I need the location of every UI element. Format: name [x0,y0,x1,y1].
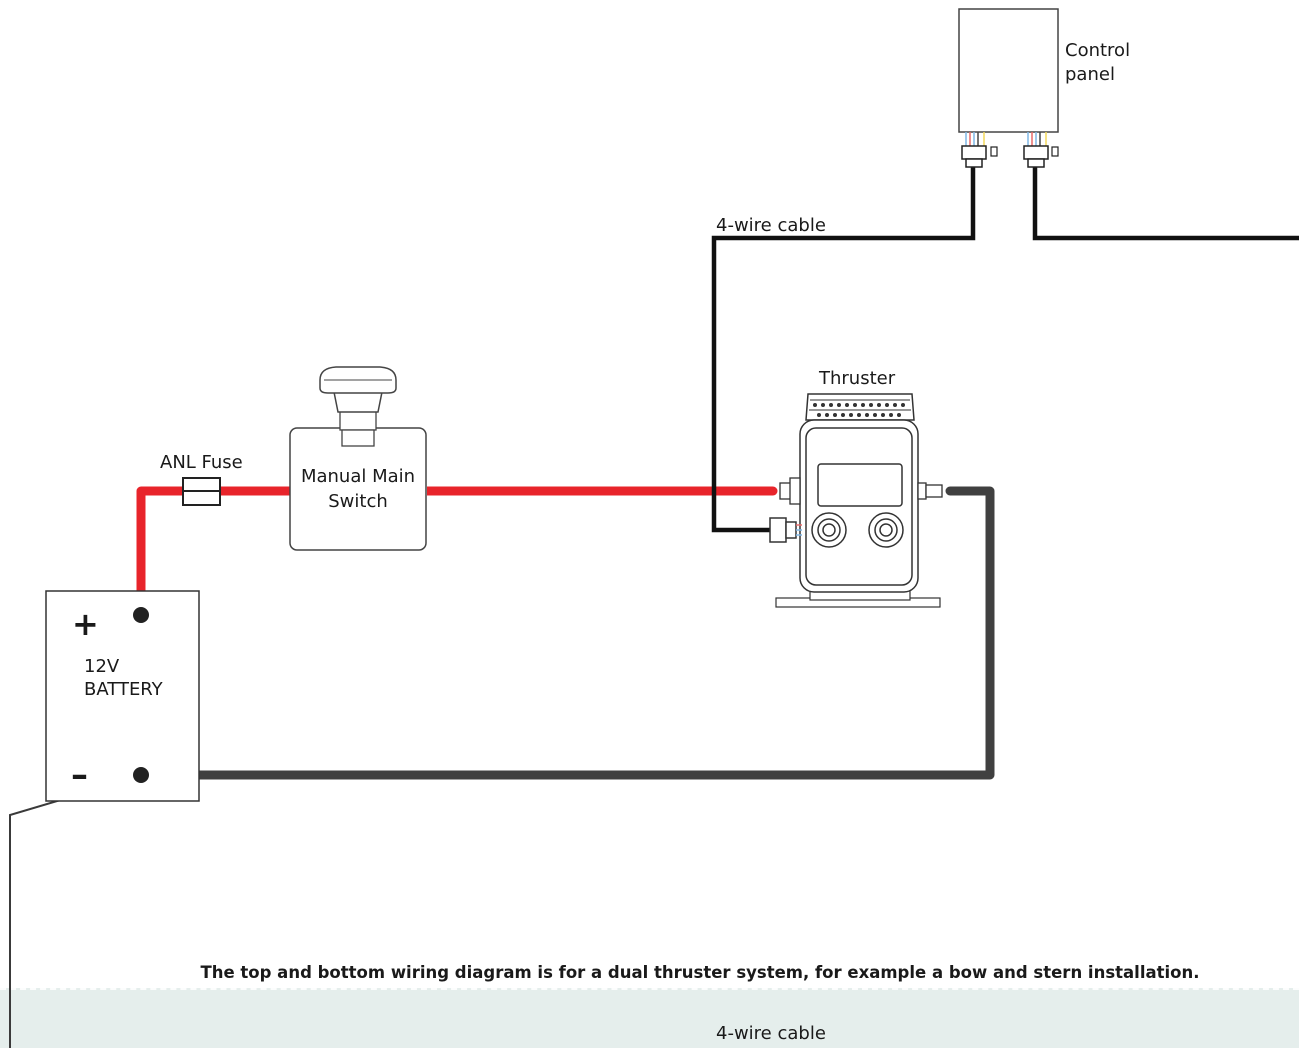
battery-plus-sign: + [72,605,99,643]
battery-voltage-label: 12V [84,656,120,677]
thruster-icon [769,393,943,608]
control-panel-label-1: Control [1065,40,1131,61]
switch-label-1: Manual Main [300,466,416,487]
cable-label-top: 4-wire cable [716,215,826,236]
ground-lead [9,779,129,1048]
cable-label-bottom: 4-wire cable [716,1023,826,1044]
battery-box [45,590,200,802]
anl-fuse-label: ANL Fuse [160,452,243,473]
connector-icon [961,145,1059,168]
bottom-diagram-band [0,988,1299,1048]
control-panel-label-2: panel [1065,64,1115,85]
main-switch-icon [289,366,427,551]
band-divider [0,988,1299,990]
thruster-label: Thruster [819,368,896,389]
diagram-note: The top and bottom wiring diagram is for… [200,963,1200,982]
negative-cable [136,486,995,780]
battery-minus-sign: – [71,755,88,795]
battery-name-label: BATTERY [84,679,163,700]
signal-cable-top [711,166,976,533]
positive-cable [136,486,773,612]
grille-dots [813,403,905,417]
positive-cable-end [768,486,778,496]
signal-cable-out [1032,166,1299,241]
switch-label-2: Switch [328,491,388,512]
anl-fuse-icon [182,477,221,506]
control-panel-box [958,8,1059,146]
